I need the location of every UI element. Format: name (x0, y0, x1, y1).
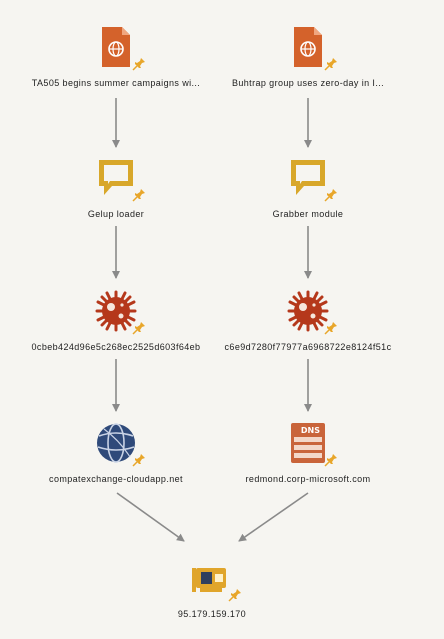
pin-icon (132, 58, 145, 71)
network-card-icon (190, 556, 241, 602)
node-label: c6e9d7280f77977a6968722e8124f51c (224, 342, 392, 352)
node-label: redmond.corp-microsoft.com (245, 474, 371, 484)
report-icon (286, 25, 337, 71)
pin-icon (132, 189, 145, 202)
edge-domain-left-to-ip (116, 492, 185, 542)
node-label: Gelup loader (87, 209, 145, 219)
node-label: 0cbeb424d96e5c268ec2525d603f64eb (31, 342, 201, 352)
dns-server-icon: DNS (286, 421, 337, 467)
node-hash-right[interactable]: c6e9d7280f77977a6968722e8124f51c (208, 289, 408, 352)
node-report-ta505[interactable]: TA505 begins summer campaigns wi... (16, 25, 216, 88)
pin-icon (324, 322, 337, 335)
pin-icon (324, 454, 337, 467)
virus-icon (94, 289, 145, 335)
report-icon (94, 25, 145, 71)
node-label: Grabber module (272, 209, 344, 219)
pin-icon (228, 589, 241, 602)
pin-icon (324, 189, 337, 202)
node-malware-grabber[interactable]: Grabber module (208, 156, 408, 219)
node-label: Buhtrap group uses zero-day in I... (231, 78, 385, 88)
node-malware-gelup[interactable]: Gelup loader (16, 156, 216, 219)
node-hash-left[interactable]: 0cbeb424d96e5c268ec2525d603f64eb (16, 289, 216, 352)
virus-icon (286, 289, 337, 335)
svg-text:DNS: DNS (301, 426, 320, 435)
pin-icon (132, 454, 145, 467)
speech-bubble-icon (94, 156, 145, 202)
node-domain-compatexchange[interactable]: compatexchange-cloudapp.net (16, 421, 216, 484)
pin-icon (132, 322, 145, 335)
node-report-buhtrap[interactable]: Buhtrap group uses zero-day in I... (208, 25, 408, 88)
speech-bubble-icon (286, 156, 337, 202)
node-ip-address[interactable]: 95.179.159.170 (112, 556, 312, 619)
node-label: 95.179.159.170 (177, 609, 247, 619)
edge-domain-right-to-ip (238, 492, 309, 542)
node-label: compatexchange-cloudapp.net (49, 474, 183, 484)
pin-icon (324, 58, 337, 71)
node-label: TA505 begins summer campaigns wi... (31, 78, 201, 88)
globe-icon (94, 421, 145, 467)
node-domain-redmond[interactable]: DNS redmond.corp-microsoft.com (208, 421, 408, 484)
